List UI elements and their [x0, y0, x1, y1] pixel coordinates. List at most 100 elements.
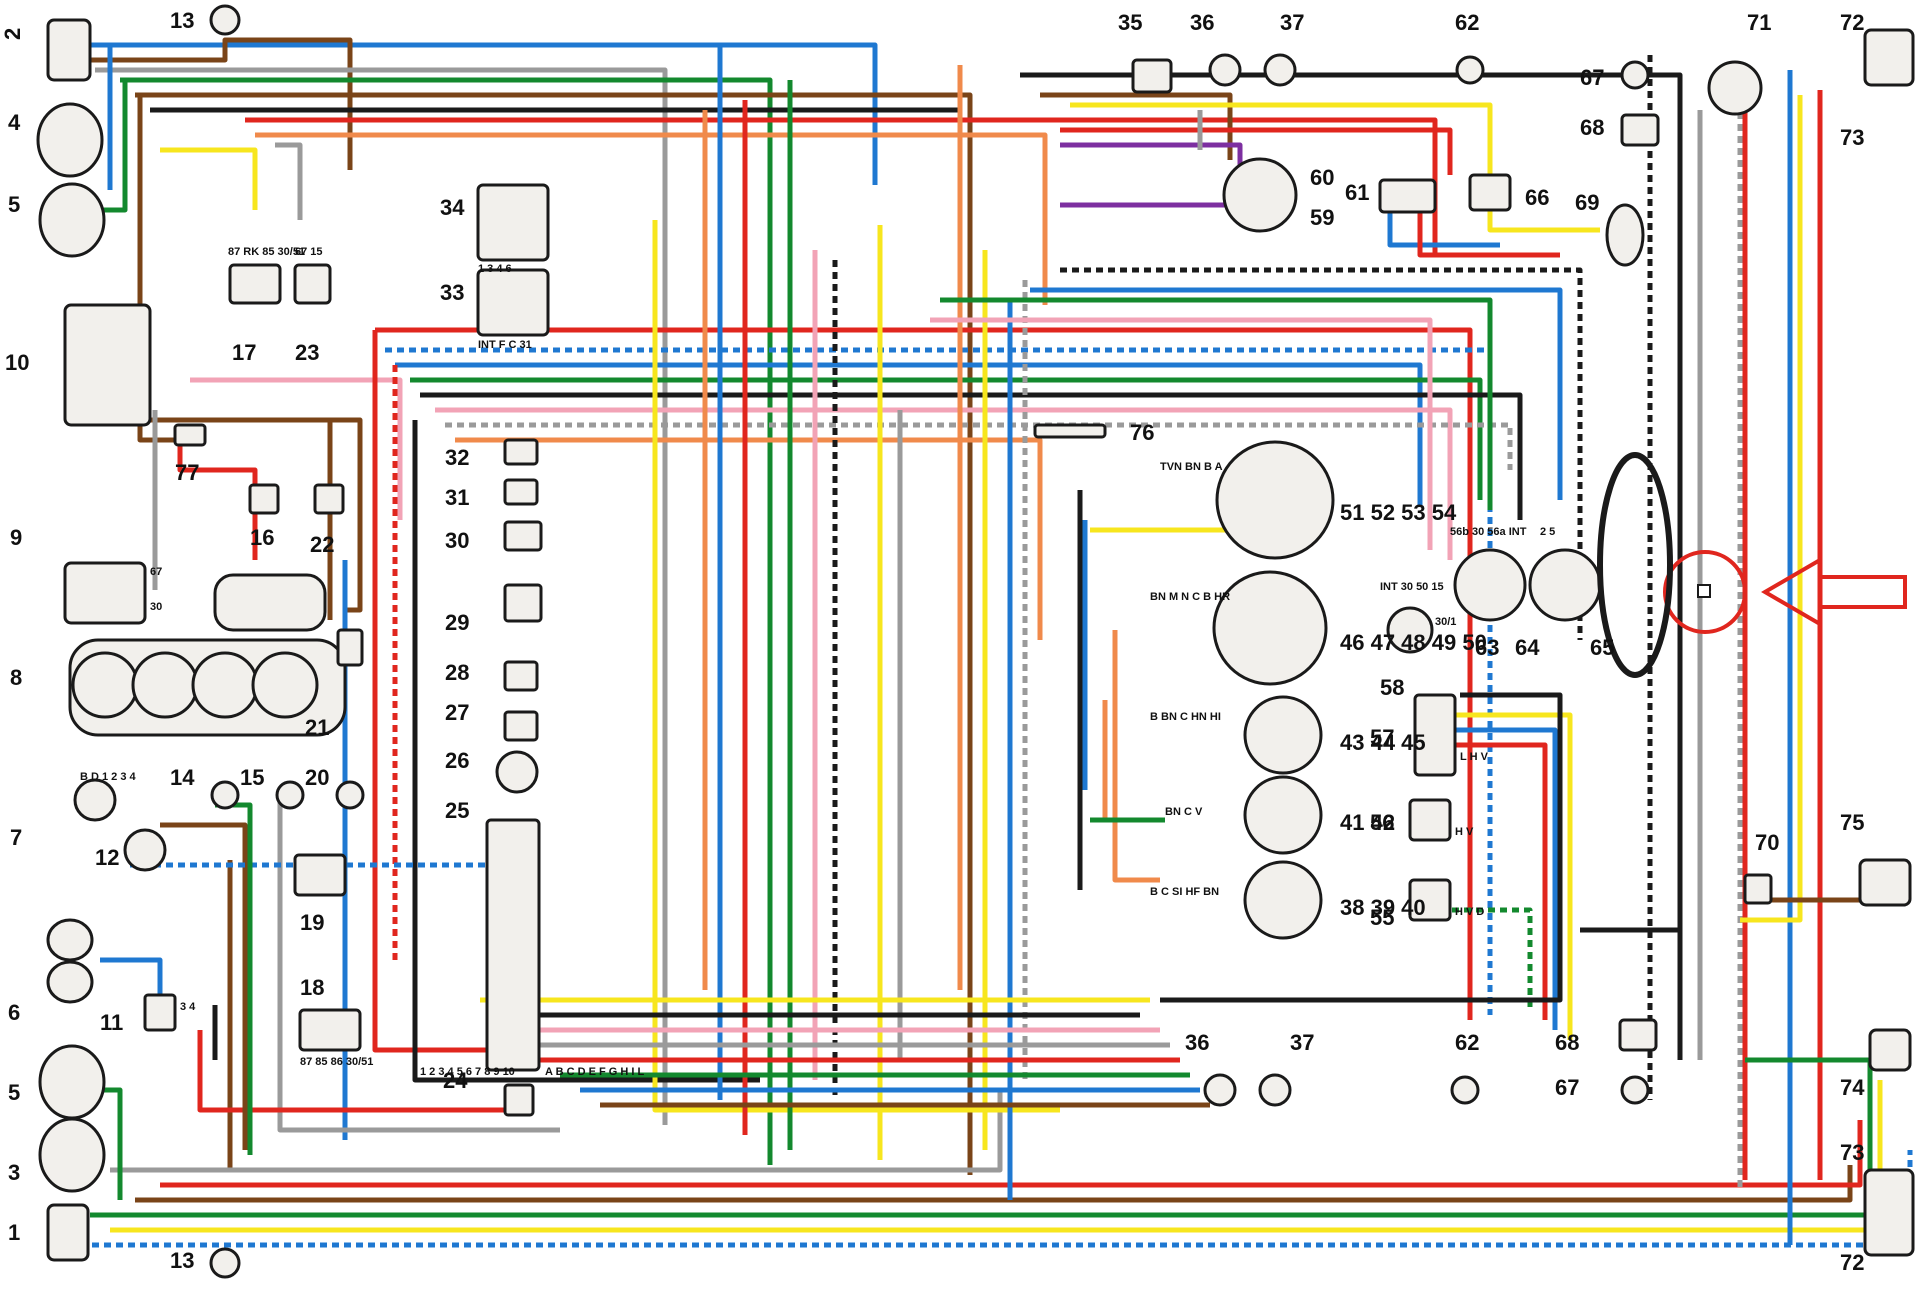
battery-10	[63, 303, 152, 427]
clock-60	[1222, 157, 1298, 233]
label-18: 18	[300, 975, 324, 1000]
components	[36, 4, 1915, 1279]
pins-gauge-51: TVN BN B A	[1160, 461, 1223, 473]
lamp-36-top	[1208, 53, 1242, 87]
connector-76	[1033, 423, 1107, 439]
pins-switch-55: H V D	[1455, 906, 1484, 918]
label-67-bottom: 67	[1555, 1075, 1579, 1100]
highlight-marker	[1663, 550, 1907, 634]
indicator-26	[495, 750, 539, 794]
cylinder-1	[71, 651, 139, 719]
label-17: 17	[232, 340, 256, 365]
label-72-bottom: 72	[1840, 1250, 1864, 1275]
headlamp-4	[36, 102, 104, 178]
label-77: 77	[175, 460, 199, 485]
sender-20	[335, 780, 365, 810]
lamp-27	[503, 710, 539, 742]
label-11: 11	[100, 1010, 123, 1035]
label-26: 26	[445, 748, 469, 773]
switch-24	[503, 1083, 535, 1117]
label-56: 56	[1370, 810, 1394, 835]
label-63: 63	[1475, 635, 1499, 660]
lamp-67-top	[1620, 60, 1650, 90]
label-34: 34	[440, 195, 465, 220]
label-64: 64	[1515, 635, 1540, 660]
label-51-54: 51 52 53 54	[1340, 500, 1457, 525]
label-30: 30	[445, 528, 469, 553]
lamp-72-top	[1863, 28, 1915, 87]
label-72-top: 72	[1840, 10, 1864, 35]
labels: 2 13 4 5 10 9 8 7 12 14 15 20 21 22 16 1…	[0, 8, 1865, 1275]
label-23: 23	[295, 340, 319, 365]
lamp-37-bottom	[1258, 1073, 1292, 1107]
label-29: 29	[445, 610, 469, 635]
label-36-top: 36	[1190, 10, 1214, 35]
label-74: 74	[1840, 1075, 1865, 1100]
pins-gauge-38: B C SI HF BN	[1150, 886, 1219, 898]
label-10: 10	[5, 350, 29, 375]
label-8: 8	[10, 665, 22, 690]
wire-harness	[80, 37, 1913, 1248]
label-1: 1	[8, 1220, 20, 1245]
headlamp-5-top	[38, 182, 106, 258]
horn-6b	[46, 960, 94, 1004]
gauge-46-50	[1212, 570, 1328, 686]
label-27: 27	[445, 700, 469, 725]
relay-17	[228, 263, 282, 305]
label-4: 4	[8, 110, 21, 135]
label-7: 7	[10, 825, 22, 850]
relay-16b	[313, 483, 345, 515]
cylinder-4	[251, 651, 319, 719]
lamp-28	[503, 660, 539, 692]
distributor-7	[73, 778, 117, 822]
switch-68-top	[1620, 113, 1660, 147]
switch-61	[1378, 178, 1437, 214]
pins-gauge-43: B BN C HN HI	[1150, 711, 1221, 723]
label-19: 19	[300, 910, 324, 935]
label-24: 24	[443, 1068, 468, 1093]
label-37-top: 37	[1280, 10, 1304, 35]
connector-point	[1697, 584, 1711, 598]
label-62-top: 62	[1455, 10, 1479, 35]
label-73-top: 73	[1840, 125, 1864, 150]
switch-30	[503, 520, 543, 552]
label-70: 70	[1755, 830, 1779, 855]
lamp-35	[1131, 58, 1173, 94]
label-71: 71	[1747, 10, 1771, 35]
module-33	[476, 268, 550, 337]
label-22: 22	[310, 532, 334, 557]
lamp-67-bottom	[1620, 1075, 1650, 1105]
switch-55	[1408, 878, 1452, 922]
label-32: 32	[445, 445, 469, 470]
label-28: 28	[445, 660, 469, 685]
sender-14	[210, 780, 240, 810]
pins-horn-11: 3 4	[180, 1001, 196, 1013]
switch-64	[1528, 548, 1602, 622]
ignition-58	[1386, 606, 1434, 654]
pins-relay-17b: 67 15	[295, 246, 323, 258]
pins-gauge-46: BN M N C B HR	[1150, 591, 1230, 603]
label-66: 66	[1525, 185, 1549, 210]
motor-66	[1468, 173, 1512, 212]
starter-22	[213, 573, 327, 632]
label-76: 76	[1130, 420, 1154, 445]
lamp-75	[1858, 858, 1912, 907]
label-15: 15	[240, 765, 264, 790]
pins-ignition-58a: INT 30 50 15	[1380, 581, 1444, 593]
switch-63	[1453, 548, 1527, 622]
label-5-bottom: 5	[8, 1080, 20, 1105]
label-75: 75	[1840, 810, 1864, 835]
label-60: 60	[1310, 165, 1334, 190]
regulator-9	[63, 561, 147, 625]
label-69: 69	[1575, 190, 1599, 215]
switch-29	[503, 583, 543, 623]
connector-77	[173, 423, 207, 447]
switch-32	[503, 438, 539, 466]
gauge-51-54	[1215, 440, 1335, 560]
pins-switch-56: H V	[1455, 826, 1474, 838]
pins-coil-12: B D 1 2 3 4	[80, 771, 137, 783]
switch-68-bottom	[1618, 1018, 1658, 1052]
label-67-top: 67	[1580, 65, 1604, 90]
label-6: 6	[8, 1000, 20, 1025]
